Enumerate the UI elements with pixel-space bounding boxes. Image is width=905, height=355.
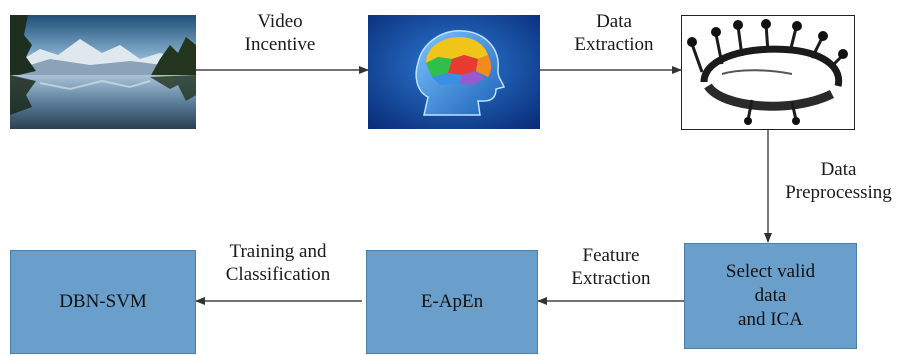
box-dbn-svm: DBN-SVM xyxy=(10,250,196,354)
label-video-incentive: Video Incentive xyxy=(244,11,316,55)
box-e-apen: E-ApEn xyxy=(366,250,538,354)
box-select-valid-data: Select valid data and ICA xyxy=(684,243,857,349)
label-data-preprocessing: Data Preprocessing xyxy=(785,159,892,203)
label-data-extraction: Data Extraction xyxy=(574,11,654,55)
eeg-headset-image xyxy=(681,15,855,130)
label-feature-extraction: Feature Extraction xyxy=(571,245,651,289)
label-training-classification: Training and Classification xyxy=(225,241,331,285)
brain-image xyxy=(368,15,540,129)
landscape-image xyxy=(10,15,196,129)
